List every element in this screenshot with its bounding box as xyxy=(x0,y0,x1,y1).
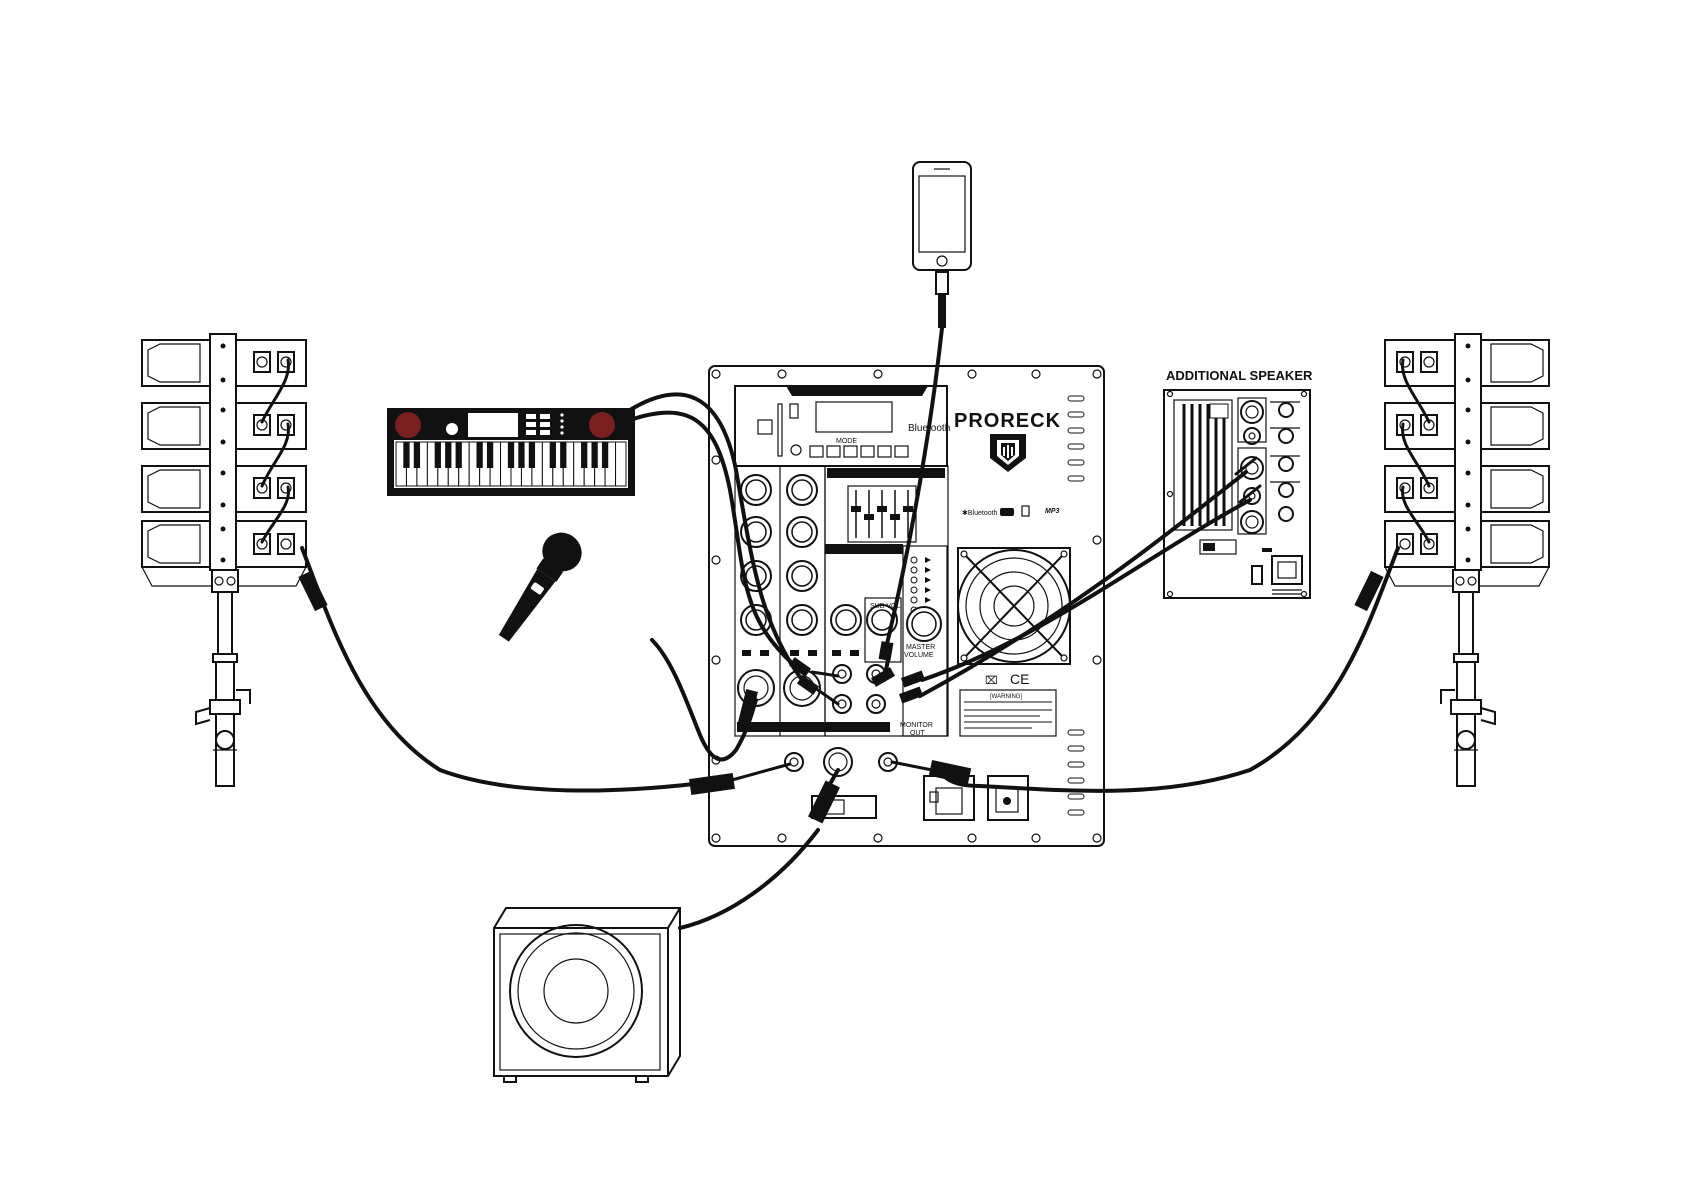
level-led xyxy=(911,577,917,583)
keyboard-black-key xyxy=(477,442,483,468)
svg-text:✱Bluetooth: ✱Bluetooth xyxy=(962,509,998,517)
mixer-knob-cap xyxy=(792,566,812,586)
mixer-knob-cap xyxy=(912,612,936,636)
keyboard-knob-right xyxy=(589,412,615,438)
channel-button[interactable] xyxy=(742,650,751,656)
keyboard-black-key xyxy=(435,442,441,468)
mixer-knob-cap xyxy=(792,522,812,542)
line-array-right-icon xyxy=(1385,334,1549,786)
level-led xyxy=(911,557,917,563)
channel-button[interactable] xyxy=(808,650,817,656)
keyboard-keys xyxy=(396,442,626,486)
mixer-panel: MODE Bluetooth PRORECK ✱Bluetooth MP3 xyxy=(709,366,1104,846)
eq-slider-handle xyxy=(864,514,874,520)
additional-speaker-panel: ADDITIONAL SPEAKER xyxy=(1164,368,1313,598)
keyboard-black-key xyxy=(550,442,556,468)
vent-slot xyxy=(1068,746,1084,751)
keyboard-black-key xyxy=(403,442,409,468)
microphone-icon xyxy=(487,525,589,649)
vent-slot xyxy=(1068,762,1084,767)
monitor-out-label-1: MONITOR xyxy=(900,722,933,729)
channel-button[interactable] xyxy=(790,650,799,656)
keyboard-black-key xyxy=(456,442,462,468)
vent-slot xyxy=(1068,444,1084,449)
keyboard-black-key xyxy=(592,442,598,468)
eq-slider-handle xyxy=(903,506,913,512)
mixer-knob-cap xyxy=(792,480,812,500)
vent-slot xyxy=(1068,428,1084,433)
vent-slot xyxy=(1068,810,1084,815)
mode-label: MODE xyxy=(836,438,857,445)
vent-slot xyxy=(1068,730,1084,735)
channel-button[interactable] xyxy=(760,650,769,656)
subwoofer-icon xyxy=(494,908,680,1082)
line-array-left-icon xyxy=(142,334,306,786)
phone-icon xyxy=(913,162,971,328)
vent-slot xyxy=(1068,396,1084,401)
keyboard-black-key xyxy=(414,442,420,468)
keyboard-black-key xyxy=(581,442,587,468)
brand-logo: PRORECK xyxy=(954,410,1061,432)
level-led xyxy=(911,567,917,573)
channel-button[interactable] xyxy=(832,650,841,656)
keyboard-icon xyxy=(387,408,635,496)
mixer-knob-cap xyxy=(746,480,766,500)
eq-slider-handle xyxy=(851,506,861,512)
mixer-knob-cap xyxy=(836,610,856,630)
eq-slider-handle xyxy=(877,506,887,512)
eq-slider-handle xyxy=(890,514,900,520)
monitor-out-label-2: OUT xyxy=(910,730,926,737)
vent-slot xyxy=(1068,476,1084,481)
additional-speaker-title: ADDITIONAL SPEAKER xyxy=(1166,368,1313,383)
left-array-cable xyxy=(302,548,694,791)
keyboard-black-key xyxy=(560,442,566,468)
keyboard-black-key xyxy=(487,442,493,468)
keyboard-knob-left xyxy=(395,412,421,438)
keyboard-black-key xyxy=(508,442,514,468)
keyboard-black-key xyxy=(602,442,608,468)
master-volume-label-1: MASTER xyxy=(906,644,935,651)
vent-slot xyxy=(1068,412,1084,417)
keyboard-black-key xyxy=(518,442,524,468)
cooling-fan-icon xyxy=(958,548,1070,664)
vent-slot xyxy=(1068,794,1084,799)
ce-mark: CE xyxy=(1010,671,1029,687)
channel-button[interactable] xyxy=(850,650,859,656)
level-led xyxy=(911,597,917,603)
warning-label: [WARNING] xyxy=(990,694,1022,700)
mixer-knob-cap xyxy=(792,610,812,630)
vent-slot xyxy=(1068,778,1084,783)
keyboard-black-key xyxy=(529,442,535,468)
vent-slot xyxy=(1068,460,1084,465)
keyboard-black-key xyxy=(445,442,451,468)
keyboard-white-key xyxy=(616,442,626,486)
level-led xyxy=(911,587,917,593)
heatsink-bracket xyxy=(1210,404,1228,418)
svg-text:MP3: MP3 xyxy=(1045,508,1060,515)
master-volume-label-2: VOLUME xyxy=(904,652,934,659)
svg-text:⌧: ⌧ xyxy=(985,675,998,687)
